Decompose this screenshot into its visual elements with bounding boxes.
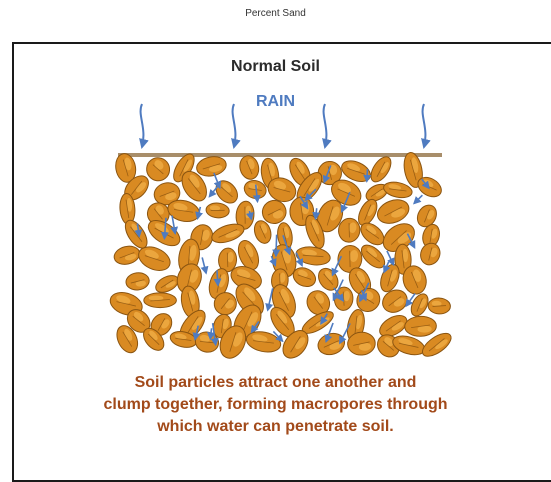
water-flow-arrow: [316, 208, 317, 218]
soil-particle: [144, 293, 177, 308]
description-line-2: clump together, forming macropores throu…: [60, 394, 491, 416]
water-flow-arrow: [276, 235, 277, 256]
soil-particle: [195, 154, 228, 178]
soil-particle: [205, 202, 229, 219]
water-flow-arrow: [367, 169, 368, 181]
water-flow-arrow: [202, 257, 206, 273]
soil-particle: [404, 316, 436, 337]
soil-particle: [237, 154, 261, 182]
rain-arrow-4: [423, 104, 426, 147]
diagram-description: Soil particles attract one another and c…: [60, 372, 491, 438]
soil-particle: [374, 196, 412, 228]
rain-arrow-3: [324, 104, 327, 147]
soil-particle: [334, 286, 354, 311]
description-line-1: Soil particles attract one another and: [60, 372, 491, 394]
rain-arrow-2: [233, 104, 236, 147]
water-flow-arrow: [217, 270, 218, 285]
rain-arrow-1: [141, 104, 144, 147]
soil-particle: [315, 330, 347, 358]
description-line-3: which water can penetrate soil.: [60, 416, 491, 438]
water-flow-arrow: [414, 195, 422, 203]
soil-particle: [125, 271, 150, 291]
soil-particle: [367, 153, 395, 185]
soil-particle: [112, 244, 141, 267]
soil-particle: [153, 272, 181, 296]
soil-particle: [295, 245, 332, 268]
soil-particle: [428, 298, 451, 315]
soil-particle: [417, 240, 443, 267]
water-flow-arrow: [268, 288, 273, 310]
